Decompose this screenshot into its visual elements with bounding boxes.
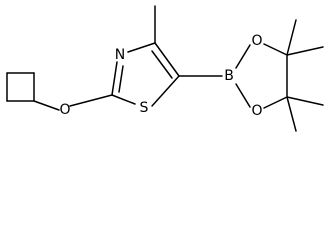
bond <box>263 43 288 56</box>
bond <box>235 83 251 108</box>
methyl-bond <box>286 96 297 132</box>
bond <box>154 42 180 77</box>
cyclobutyl-ring <box>6 72 35 102</box>
pinacol-boronate-ring <box>235 43 288 109</box>
atom-label-nitrogen: N <box>115 47 125 63</box>
methyl-bond <box>286 96 324 106</box>
methyl-groups <box>286 19 324 132</box>
atom-label-boronate-oxygen-top: O <box>251 33 262 49</box>
atom-label-boron: B <box>224 68 234 84</box>
bond <box>111 61 118 96</box>
bond <box>118 65 124 93</box>
atom-label-sulfur: S <box>140 100 149 116</box>
bond <box>235 44 251 69</box>
bond <box>263 96 288 109</box>
atom-label-boronate-oxygen-bottom: O <box>251 103 262 119</box>
atom-label-ether-oxygen: O <box>59 102 70 118</box>
bond <box>151 50 173 79</box>
structure-canvas: N S O B O O <box>6 5 324 132</box>
molecule-drawing: N S O B O O <box>6 5 324 132</box>
bond <box>33 100 60 111</box>
bond <box>69 94 113 107</box>
bond <box>111 94 136 105</box>
methyl-bond <box>286 46 324 56</box>
bond <box>151 75 180 107</box>
bond <box>127 42 156 53</box>
thiazole-ring <box>111 42 180 107</box>
methyl-bond <box>286 19 297 56</box>
